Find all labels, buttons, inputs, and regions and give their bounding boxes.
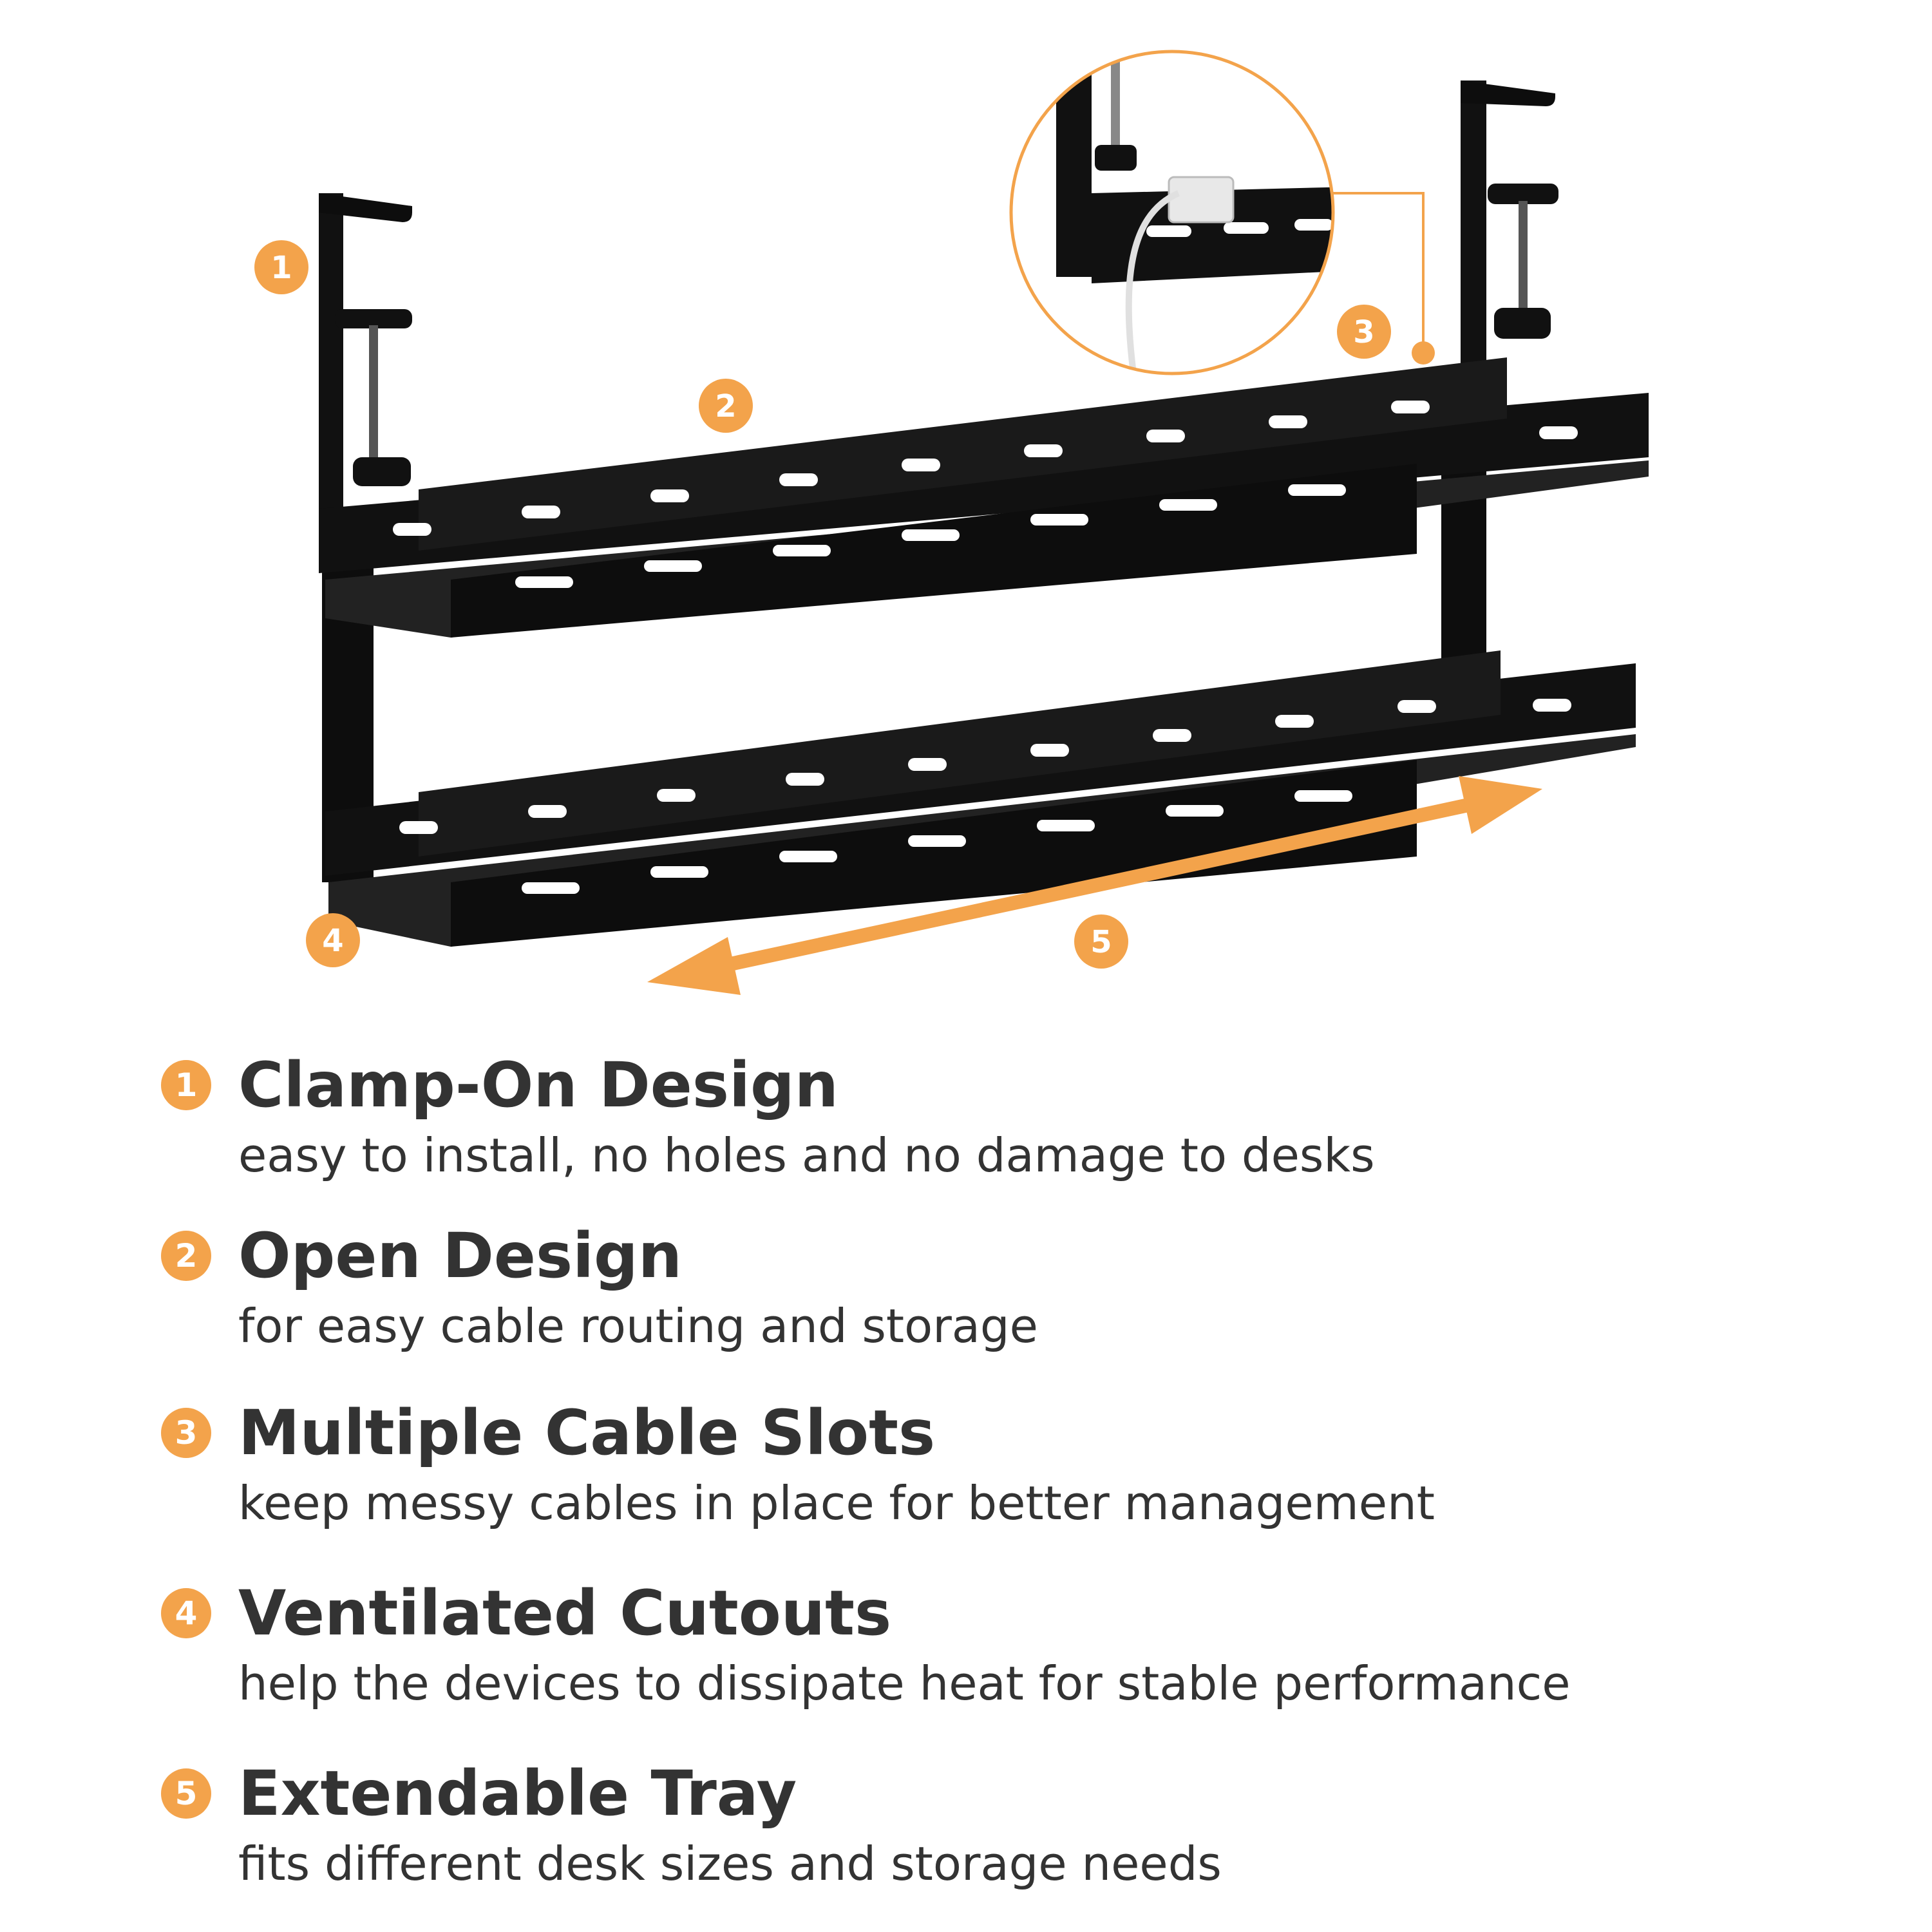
feature-title: Extendable Tray bbox=[238, 1757, 797, 1830]
feature-number-badge: 3 bbox=[161, 1408, 211, 1458]
feature-list: 1 Clamp-On Design easy to install, no ho… bbox=[0, 1018, 1932, 1919]
feature-item-3: 3 Multiple Cable Slots keep messy cables… bbox=[161, 1391, 1900, 1546]
product-illustration: 1 2 3 4 5 bbox=[254, 50, 1649, 995]
callout-number-1: 1 bbox=[270, 250, 292, 286]
callout-badge-5: 5 bbox=[1074, 914, 1128, 969]
upper-cable-tray bbox=[319, 357, 1649, 638]
callout-badge-2: 2 bbox=[699, 379, 753, 433]
callout-number-4: 4 bbox=[322, 923, 343, 959]
feature-number-badge: 4 bbox=[161, 1588, 211, 1638]
callout-number-3: 3 bbox=[1353, 314, 1374, 350]
feature-description: for easy cable routing and storage bbox=[238, 1299, 1038, 1353]
feature-number-badge: 2 bbox=[161, 1231, 211, 1281]
feature-title: Open Design bbox=[238, 1220, 683, 1292]
feature-number-badge: 1 bbox=[161, 1060, 211, 1110]
feature-item-4: 4 Ventilated Cutouts help the devices to… bbox=[161, 1571, 1900, 1726]
feature-description: fits different desk sizes and storage ne… bbox=[238, 1837, 1222, 1891]
feature-description: help the devices to dissipate heat for s… bbox=[238, 1656, 1571, 1710]
zoom-detail bbox=[1009, 50, 1435, 375]
feature-description: easy to install, no holes and no damage … bbox=[238, 1128, 1375, 1182]
callout-badge-1: 1 bbox=[254, 240, 308, 294]
feature-title: Multiple Cable Slots bbox=[238, 1397, 936, 1469]
left-desk-clamp bbox=[319, 193, 412, 515]
callout-number-2: 2 bbox=[715, 388, 736, 424]
feature-title: Ventilated Cutouts bbox=[238, 1577, 892, 1649]
feature-number-badge: 5 bbox=[161, 1768, 211, 1819]
feature-item-1: 1 Clamp-On Design easy to install, no ho… bbox=[161, 1043, 1900, 1198]
callout-number-5: 5 bbox=[1090, 924, 1112, 960]
callout-badge-4: 4 bbox=[306, 913, 360, 967]
feature-title: Clamp-On Design bbox=[238, 1049, 839, 1121]
lower-cable-tray bbox=[325, 650, 1636, 947]
feature-item-2: 2 Open Design for easy cable routing and… bbox=[161, 1214, 1900, 1368]
feature-item-5: 5 Extendable Tray fits different desk si… bbox=[161, 1752, 1900, 1906]
feature-description: keep messy cables in place for better ma… bbox=[238, 1476, 1435, 1530]
extension-arrow bbox=[647, 776, 1542, 995]
callout-badge-3: 3 bbox=[1337, 305, 1391, 359]
